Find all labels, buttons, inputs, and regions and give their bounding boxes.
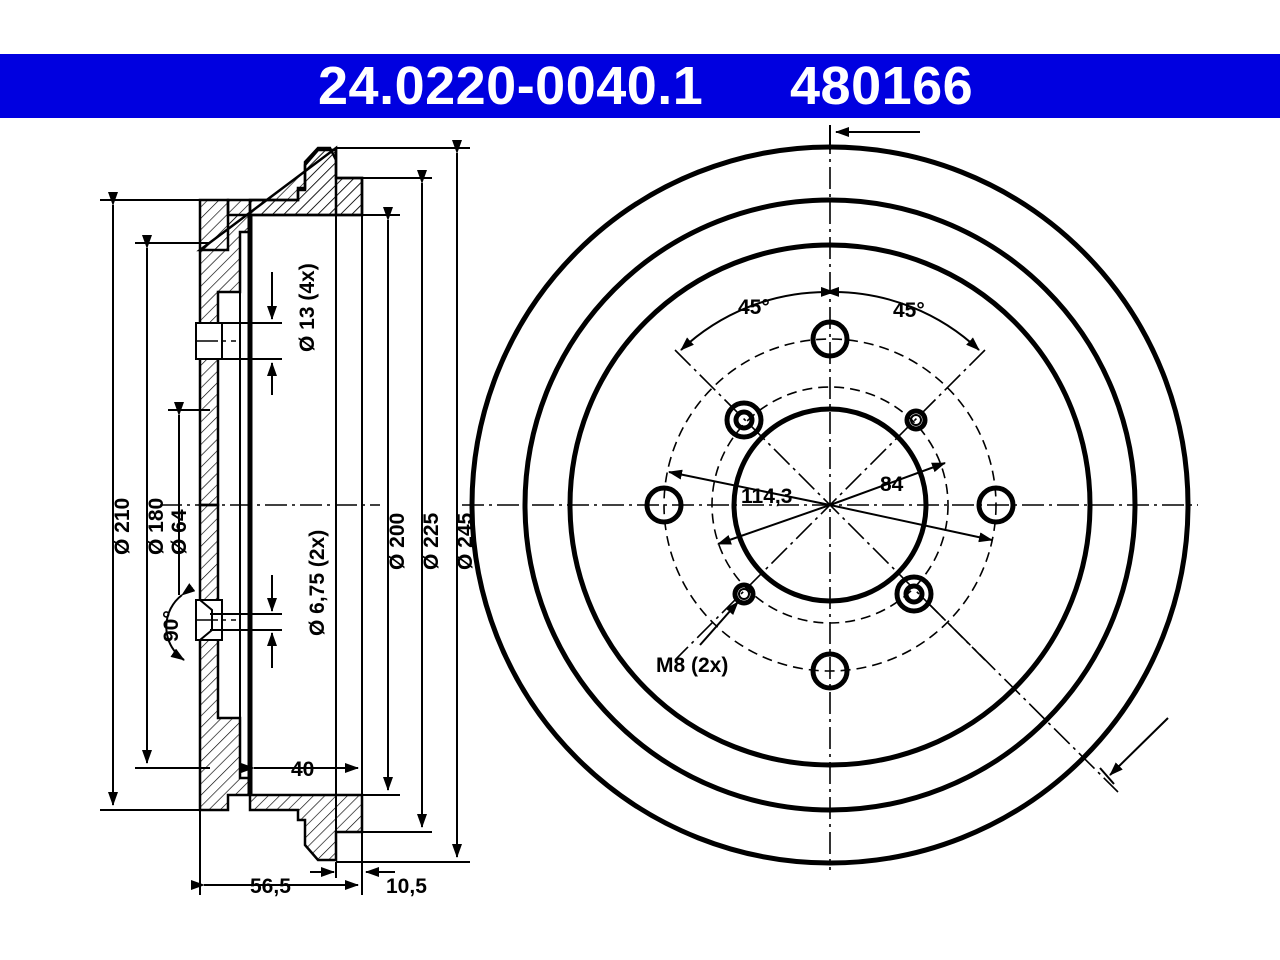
label-dia-200: Ø 200 <box>386 513 409 570</box>
label-thread: M8 (2x) <box>656 654 728 677</box>
label-center-bore: 84 <box>880 473 904 496</box>
label-length-56-5: 56,5 <box>250 875 291 898</box>
label-angle-right: 45° <box>893 299 925 322</box>
label-hole-6-75: Ø 6,75 (2x) <box>306 530 329 636</box>
drum-section-rim-bottom <box>248 793 364 862</box>
drum-section-rim-top <box>248 148 364 217</box>
drum-section-lower-wall <box>198 503 252 812</box>
section-view <box>100 140 470 895</box>
label-pcd: 114,3 <box>741 485 792 508</box>
front-view <box>462 125 1198 870</box>
part-number: 24.0220-0040.1 <box>318 56 704 116</box>
label-dia-210: Ø 210 <box>111 498 134 555</box>
label-dia-64: Ø 64 <box>168 509 191 555</box>
title-banner: 24.0220-0040.1 480166 <box>0 54 1280 118</box>
label-width-40: 40 <box>291 758 314 781</box>
reference-number: 480166 <box>790 56 974 116</box>
label-angle-left: 45° <box>738 296 770 319</box>
label-dia-180: Ø 180 <box>145 498 168 555</box>
label-hole-13: Ø 13 (4x) <box>296 263 319 352</box>
label-dia-225: Ø 225 <box>420 512 443 570</box>
label-offset-10-5: 10,5 <box>386 875 427 898</box>
label-angle-90: 90° <box>160 610 183 642</box>
